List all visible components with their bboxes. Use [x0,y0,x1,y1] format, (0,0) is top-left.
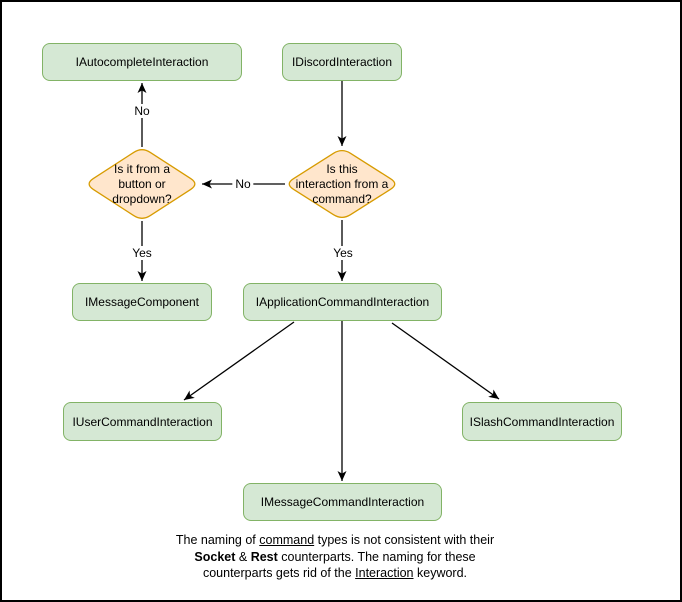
node-idiscordinteraction: IDiscordInteraction [282,43,402,81]
footer-note-line: Socket & Rest counterparts. The naming f… [135,549,535,566]
footer-note-line: counterparts gets rid of the Interaction… [135,565,535,582]
edge-label-yes: Yes [129,246,155,260]
node-label: ISlashCommandInteraction [469,414,615,429]
decision-label-line: interaction from a [295,176,389,191]
node-iusercommandinteraction: IUserCommandInteraction [63,402,222,441]
edge-applicationcommand-to-slashcommand [391,322,500,400]
footer-note-segment: types is not consistent with their [314,533,495,547]
footer-note-segment: Rest [250,549,278,564]
edge-applicationcommand-to-usercommand [183,321,295,401]
decision-label-line: command? [312,191,372,206]
node-iapplicationcommandinteraction: IApplicationCommandInteraction [243,283,442,321]
footer-note-segment: Interaction [355,566,414,580]
node-label: IDiscordInteraction [291,55,393,69]
node-label: IMessageComponent [84,295,200,309]
footer-note-line: The naming of command types is not consi… [135,532,535,549]
edge-label-no: No [131,104,153,118]
node-label: IMessageCommandInteraction [260,495,425,509]
decision-label-line: dropdown? [112,191,172,206]
edge-label-no: No [232,177,254,191]
footer-note-segment: command [259,533,315,547]
footer-note-segment: The naming of [175,533,260,547]
decision-label-line: Is this [326,161,358,176]
node-imessagecommandinteraction: IMessageCommandInteraction [243,483,442,521]
node-imessagecomponent: IMessageComponent [72,283,212,321]
node-iautocompleteinteraction: IAutocompleteInteraction [42,43,242,81]
footer-note-segment: Socket [194,549,236,564]
footer-note-segment: counterparts. The naming for these [277,549,476,564]
decision-command-label: Is this interaction from a command? [285,148,399,220]
footer-note-segment: & [235,549,251,564]
node-islashcommandinteraction: ISlashCommandInteraction [462,402,622,441]
decision-button-dropdown-label: Is it from a button or dropdown? [85,147,199,221]
edge-label-yes: Yes [330,246,356,260]
node-label: IApplicationCommandInteraction [255,295,430,309]
decision-command-shape [288,150,396,218]
decision-label-line: Is it from a [113,161,170,176]
node-label: IUserCommandInteraction [72,414,213,429]
decision-label-line: button or [118,176,166,191]
footer-note-segment: counterparts gets rid of the [202,566,356,580]
footer-note: The naming of command types is not consi… [135,532,535,582]
node-label: IAutocompleteInteraction [75,55,209,69]
decision-button-dropdown-shape [88,149,196,219]
footer-note-segment: keyword. [413,566,468,580]
